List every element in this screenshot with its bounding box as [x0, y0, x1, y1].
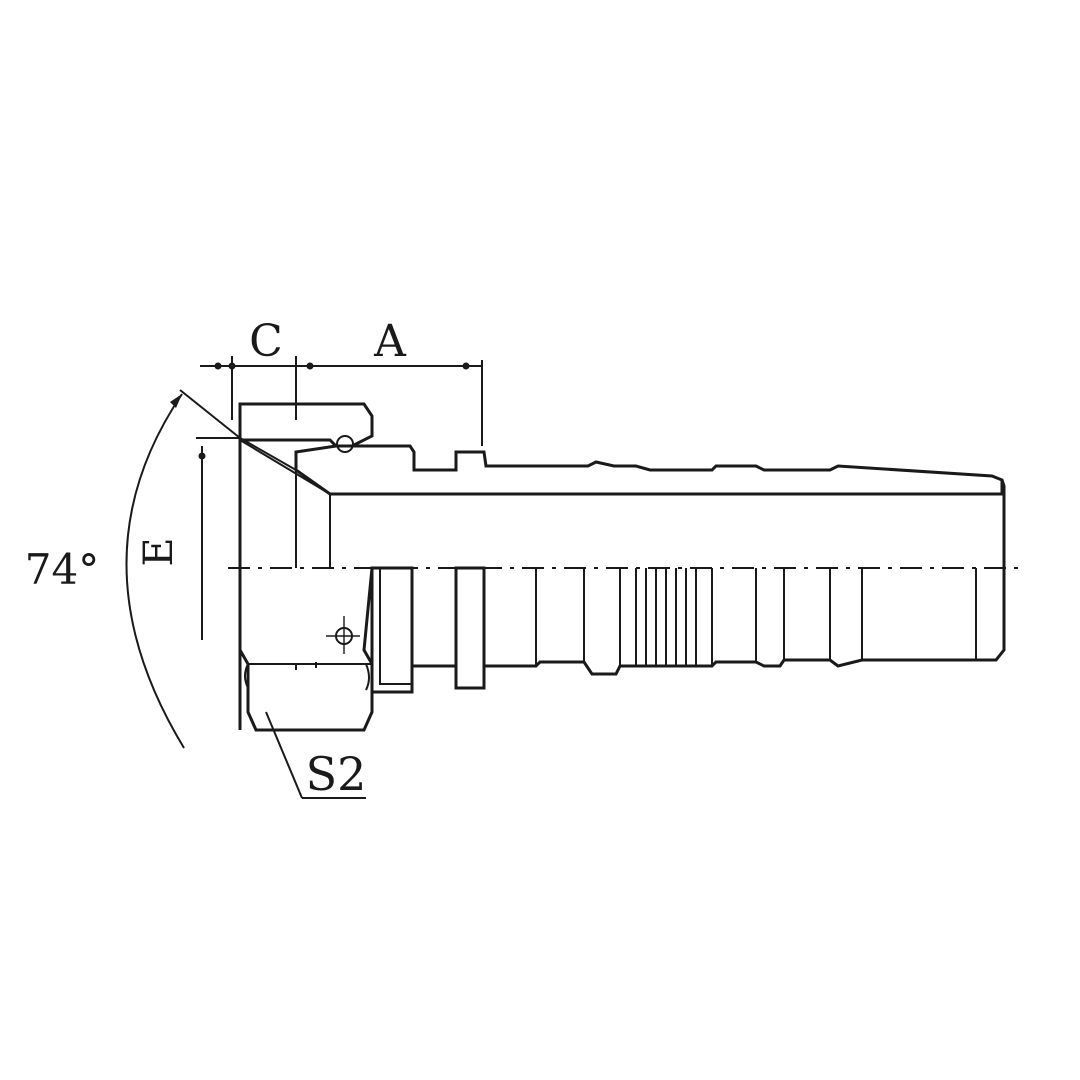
angle-leader — [179, 389, 241, 439]
dim-tick-3 — [306, 362, 314, 370]
dim-tick-4 — [462, 362, 470, 370]
nut-size-label: S2 — [306, 747, 367, 801]
stop-ring — [454, 566, 486, 690]
angle-arrow — [170, 394, 182, 408]
hex-chamfer-arc — [365, 663, 370, 691]
locating-symbol — [326, 616, 360, 654]
tail-end — [976, 479, 1006, 662]
dim-e-tick — [198, 452, 206, 460]
o-ring — [336, 435, 354, 453]
collar-inner — [379, 567, 413, 685]
angle-arc — [125, 393, 185, 749]
s2-leader — [265, 711, 303, 799]
dimensions — [125, 356, 483, 799]
lower-external-view — [238, 566, 976, 732]
angle-leader-2 — [239, 437, 297, 471]
dim-tick-2 — [228, 362, 236, 370]
hex-nut-lower — [238, 567, 374, 732]
collar — [370, 566, 414, 694]
cone-face-line — [239, 439, 331, 495]
hex-chamfer-arc-left — [244, 663, 249, 689]
dim-label-e: E — [136, 537, 182, 566]
tail-wall-section — [294, 444, 1004, 496]
fitting-body-outline — [238, 404, 1006, 730]
dim-label-a: A — [373, 316, 407, 367]
dim-tick-1 — [214, 362, 222, 370]
dim-label-c: C — [249, 316, 283, 367]
upper-section — [238, 402, 1004, 496]
shank-lower-edge — [484, 658, 976, 676]
angle-label: 74° — [25, 545, 99, 594]
